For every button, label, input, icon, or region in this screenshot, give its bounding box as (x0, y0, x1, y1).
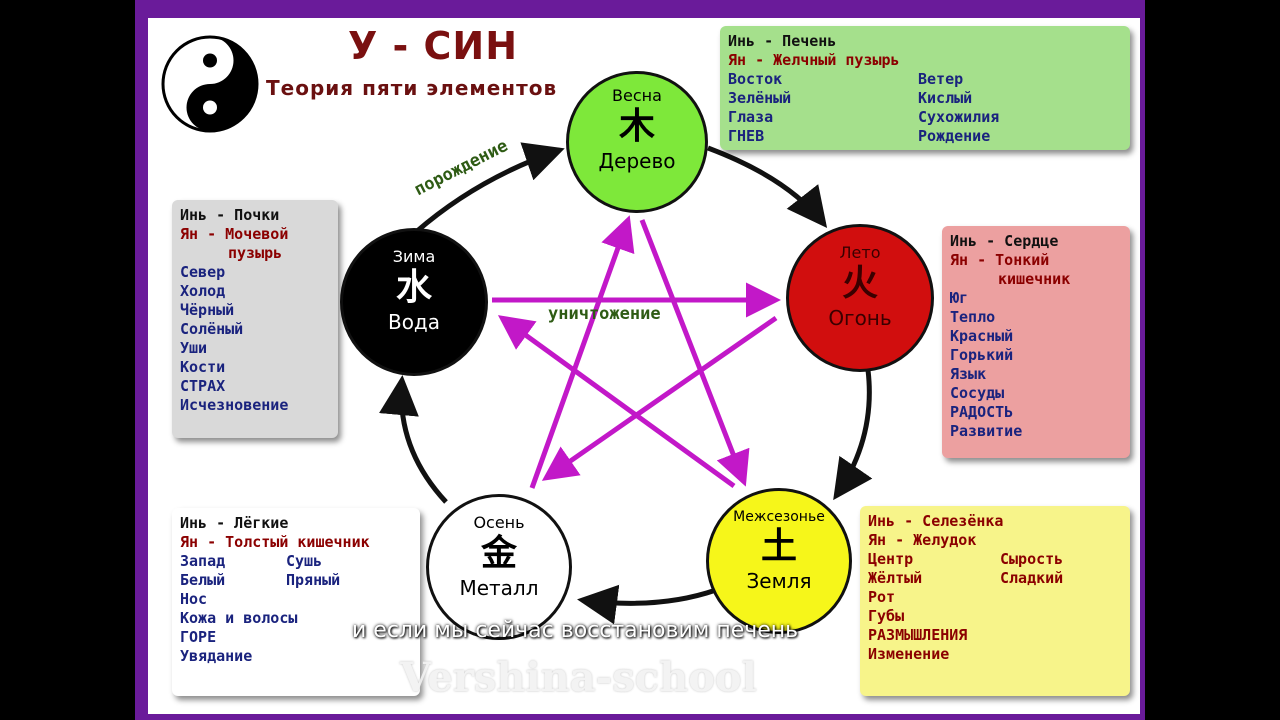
panel-item: Пряный (286, 571, 341, 589)
element-wood: Весна 木 Дерево (566, 71, 708, 213)
panel-item: Уши (180, 339, 208, 357)
yin-yang-icon (161, 35, 259, 133)
arrow-earth-to-metal (577, 584, 717, 625)
arrow-wood-to-earth (639, 219, 750, 487)
arrow-fire-to-metal (541, 315, 778, 481)
cycle-arrows (379, 142, 873, 625)
panel-item: Губы (868, 607, 905, 625)
panel-item: Красный (950, 327, 1014, 345)
panel-item: Сухожилия (918, 108, 1000, 126)
season-label: Весна (612, 86, 662, 105)
panel-item: Сладкий (1000, 569, 1064, 587)
arrow-fire-to-earth (833, 369, 873, 501)
metal-glyph: 金 (480, 533, 517, 574)
season-label: Осень (473, 513, 525, 532)
water-glyph: 水 (395, 267, 432, 308)
diagram-canvas: У - СИН Теория пяти элементов порождение… (148, 18, 1140, 714)
panel-wood: Инь - Печень Ян - Желчный пузырь Восток … (720, 26, 1130, 150)
panel-item: Горький (950, 346, 1014, 364)
page-subtitle: Теория пяти элементов (266, 76, 558, 100)
yan-organ: Ян - Толстый кишечник (180, 533, 370, 551)
season-label: Лето (839, 243, 881, 262)
yan-organ: Ян - Мочевой (180, 225, 289, 243)
panel-item: Кислый (918, 89, 973, 107)
panel-item: Солёный (180, 320, 244, 338)
page-title: У - СИН (348, 24, 519, 68)
element-name: Дерево (598, 149, 676, 173)
panel-item: Юг (950, 289, 969, 307)
video-caption: и если мы сейчас восстановим печень (352, 618, 799, 643)
panel-item: Кожа и волосы (180, 609, 298, 627)
arrow-wood-to-fire (707, 145, 828, 228)
panel-item: ГНЕВ (728, 127, 765, 145)
panel-item: Сушь (286, 552, 323, 570)
panel-water: Инь - Почки Ян - Мочевой пузырь Север Хо… (172, 200, 338, 438)
watermark: Vershina-school (400, 654, 757, 701)
arrow-metal-to-water (379, 375, 448, 504)
element-name: Огонь (828, 306, 892, 330)
element-metal: Осень 金 Металл (426, 494, 572, 640)
yan-organ-cont: кишечник (998, 270, 1071, 288)
panel-item: Кости (180, 358, 226, 376)
panel-item: Увядание (180, 647, 253, 665)
element-earth: Межсезонье 土 Земля (706, 488, 852, 634)
arrow-water-to-wood (414, 142, 565, 234)
element-name: Земля (746, 569, 812, 593)
yin-organ: Инь - Селезёнка (868, 512, 1004, 530)
fire-glyph: 火 (841, 263, 878, 304)
panel-item: Изменение (868, 645, 950, 663)
element-fire: Лето 火 Огонь (786, 224, 934, 372)
panel-item: СТРАХ (180, 377, 226, 395)
yin-organ: Инь - Лёгкие (180, 514, 289, 532)
season-label: Межсезонье (733, 509, 825, 525)
yan-organ: Ян - Желчный пузырь (728, 51, 900, 69)
panel-item: РАДОСТЬ (950, 403, 1014, 421)
panel-item: Восток (728, 70, 783, 88)
panel-item: Рождение (918, 127, 991, 145)
panel-fire: Инь - Сердце Ян - Тонкий кишечник Юг Теп… (942, 226, 1130, 458)
panel-item: ГОРЕ (180, 628, 217, 646)
panel-item: Сосуды (950, 384, 1005, 402)
panel-item: Жёлтый (868, 569, 923, 587)
yan-organ-cont: пузырь (228, 244, 283, 262)
panel-item: Север (180, 263, 226, 281)
yin-organ: Инь - Печень (728, 32, 837, 50)
element-water: Зима 水 Вода (340, 228, 488, 376)
panel-item: Нос (180, 590, 208, 608)
panel-item: Глаза (728, 108, 774, 126)
yin-organ: Инь - Сердце (950, 232, 1059, 250)
panel-item: Центр (868, 550, 914, 568)
element-name: Металл (459, 576, 539, 600)
panel-item: Язык (950, 365, 987, 383)
yan-organ: Ян - Тонкий (950, 251, 1050, 269)
arrow-earth-to-water (497, 315, 736, 489)
panel-item: Ветер (918, 70, 964, 88)
panel-item: Запад (180, 552, 226, 570)
destruction-label: уничтожение (548, 304, 661, 324)
season-label: Зима (392, 247, 436, 266)
earth-glyph: 土 (760, 526, 797, 567)
panel-item: Холод (180, 282, 226, 300)
panel-item: Тепло (950, 308, 996, 326)
panel-metal: Инь - Лёгкие Ян - Толстый кишечник Запад… (172, 508, 420, 696)
element-name: Вода (387, 310, 441, 334)
panel-item: Чёрный (180, 301, 235, 319)
panel-item: Развитие (950, 422, 1023, 440)
panel-item: РАЗМЫШЛЕНИЯ (868, 626, 968, 644)
wood-glyph: 木 (618, 106, 655, 147)
panel-item: Рот (868, 588, 896, 606)
yan-organ: Ян - Желудок (868, 531, 977, 549)
panel-item: Зелёный (728, 89, 792, 107)
panel-earth: Инь - Селезёнка Ян - Желудок Центр Жёлты… (860, 506, 1130, 696)
arrow-metal-to-wood (529, 215, 635, 489)
panel-item: Сырость (1000, 550, 1064, 568)
yin-organ: Инь - Почки (180, 206, 280, 224)
panel-item: Исчезновение (180, 396, 289, 414)
panel-item: Белый (180, 571, 226, 589)
